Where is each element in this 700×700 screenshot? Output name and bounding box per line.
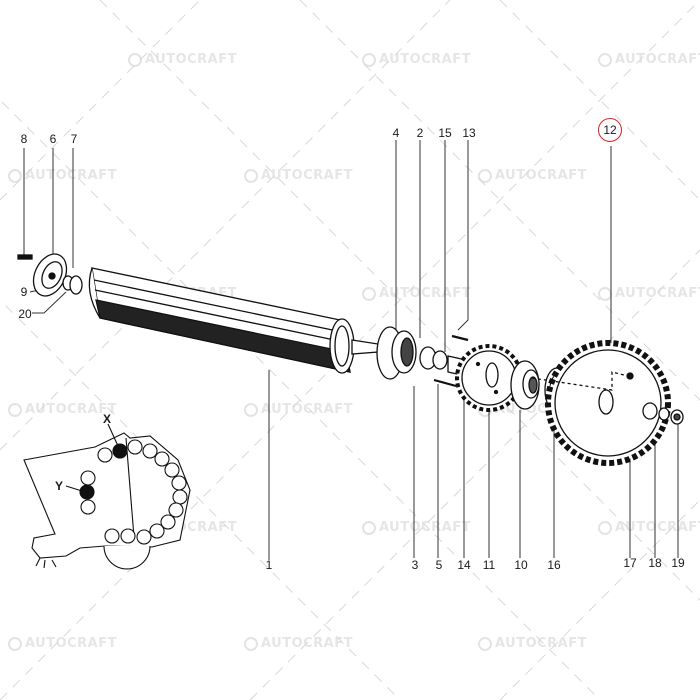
- marker-x-dot: [112, 443, 128, 459]
- watermark: AUTOCRAFT: [8, 168, 117, 183]
- watermark: AUTOCRAFT: [362, 520, 471, 535]
- left-end-cap: [17, 253, 83, 297]
- inset-machine-view: [23, 423, 191, 570]
- part-label-16[interactable]: 16: [547, 558, 561, 572]
- part-label-14[interactable]: 14: [457, 558, 471, 572]
- roller-drum: [88, 267, 379, 374]
- part-label-15[interactable]: 15: [438, 126, 452, 140]
- part-label-6[interactable]: 6: [49, 132, 57, 146]
- watermark: AUTOCRAFT: [362, 52, 471, 67]
- small-sprocket: [455, 344, 523, 412]
- watermark: AUTOCRAFT: [478, 636, 587, 651]
- part-label-4[interactable]: 4: [392, 126, 400, 140]
- watermark: AUTOCRAFT: [362, 286, 471, 301]
- highlight-circle: [598, 118, 622, 142]
- watermark: AUTOCRAFT: [244, 168, 353, 183]
- part-label-17[interactable]: 17: [623, 556, 637, 570]
- part-label-5[interactable]: 5: [435, 558, 443, 572]
- part-label-18[interactable]: 18: [648, 556, 662, 570]
- part-label-7[interactable]: 7: [70, 132, 78, 146]
- inset-roller-circles: [80, 439, 188, 545]
- watermark: AUTOCRAFT: [478, 168, 587, 183]
- watermark: AUTOCRAFT: [8, 402, 117, 417]
- inset-marker-y: Y: [54, 479, 64, 493]
- part-label-13[interactable]: 13: [462, 126, 476, 140]
- watermark: AUTOCRAFT: [8, 636, 117, 651]
- part-label-2[interactable]: 2: [416, 126, 424, 140]
- watermark: AUTOCRAFT: [244, 402, 353, 417]
- inset-marker-x: X: [102, 412, 112, 426]
- end-fittings: [642, 402, 684, 425]
- part-label-3[interactable]: 3: [411, 558, 419, 572]
- part-label-8[interactable]: 8: [20, 132, 28, 146]
- part-label-10[interactable]: 10: [514, 558, 528, 572]
- part-label-9[interactable]: 9: [20, 285, 28, 299]
- large-sprocket: [531, 340, 671, 466]
- part-label-12[interactable]: 12: [603, 123, 617, 137]
- part-label-11[interactable]: 11: [482, 558, 496, 572]
- watermark: AUTOCRAFT: [598, 520, 700, 535]
- part-label-20[interactable]: 20: [18, 307, 32, 321]
- part-label-19[interactable]: 19: [671, 556, 685, 570]
- marker-y-dot: [79, 484, 95, 500]
- part-label-1[interactable]: 1: [265, 558, 273, 572]
